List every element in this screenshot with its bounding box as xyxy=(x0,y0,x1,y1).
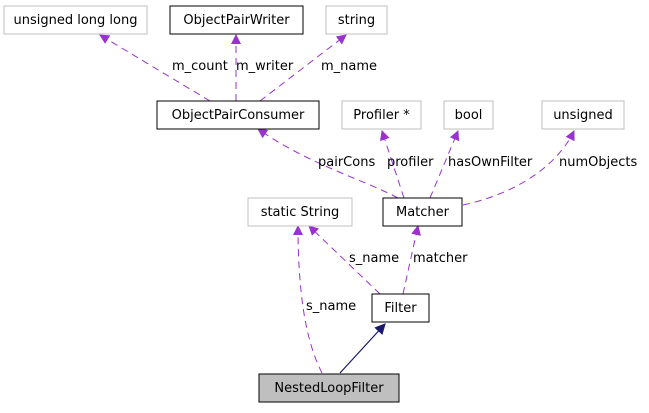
svg-text:Profiler *: Profiler * xyxy=(353,108,410,123)
edge-label-num-objects: numObjects xyxy=(559,155,637,170)
node-nested-loop-filter: NestedLoopFilter xyxy=(258,373,400,403)
node-object-pair-consumer[interactable]: ObjectPairConsumer xyxy=(156,100,320,130)
node-unsigned-long-long: unsigned long long xyxy=(3,5,148,35)
svg-text:unsigned: unsigned xyxy=(553,108,613,123)
edge-label-m-writer: m_writer xyxy=(236,59,294,74)
svg-text:Matcher: Matcher xyxy=(396,205,450,220)
edge-label-has-own-filter: hasOwnFilter xyxy=(448,155,533,170)
svg-text:unsigned long long: unsigned long long xyxy=(14,13,138,28)
edge-m-count xyxy=(99,34,211,102)
edge-s-name-filter xyxy=(293,225,323,374)
node-profiler-ptr: Profiler * xyxy=(341,100,422,130)
edge-label-profiler: profiler xyxy=(387,155,434,170)
svg-text:string: string xyxy=(338,13,375,28)
edge-m-name xyxy=(259,34,347,102)
node-filter[interactable]: Filter xyxy=(371,293,430,323)
svg-text:bool: bool xyxy=(455,108,483,123)
svg-text:ObjectPairConsumer: ObjectPairConsumer xyxy=(172,108,305,123)
svg-text:ObjectPairWriter: ObjectPairWriter xyxy=(183,13,290,28)
node-unsigned: unsigned xyxy=(541,100,625,130)
svg-text:NestedLoopFilter: NestedLoopFilter xyxy=(274,381,384,396)
edge-label-m-count: m_count xyxy=(172,59,228,74)
edge-pair-cons xyxy=(257,128,399,199)
edge-label-s-name-matcher: s_name xyxy=(349,251,399,266)
edge-s-name-matcher xyxy=(308,225,381,295)
edge-inheritance xyxy=(339,323,386,374)
svg-text:static String: static String xyxy=(261,205,340,220)
node-object-pair-writer[interactable]: ObjectPairWriter xyxy=(169,5,304,35)
edge-label-s-name-filter: s_name xyxy=(306,299,356,314)
edge-num-objects xyxy=(462,130,575,206)
svg-text:Filter: Filter xyxy=(384,301,417,316)
edge-has-own-filter xyxy=(429,130,460,199)
edge-label-m-name: m_name xyxy=(321,59,377,74)
node-static-string: static String xyxy=(247,197,353,227)
edge-label-pair-cons: pairCons xyxy=(318,155,375,170)
node-string: string xyxy=(325,5,388,35)
edge-label-matcher: matcher xyxy=(413,251,468,266)
node-bool: bool xyxy=(443,100,494,130)
node-matcher[interactable]: Matcher xyxy=(382,197,463,227)
